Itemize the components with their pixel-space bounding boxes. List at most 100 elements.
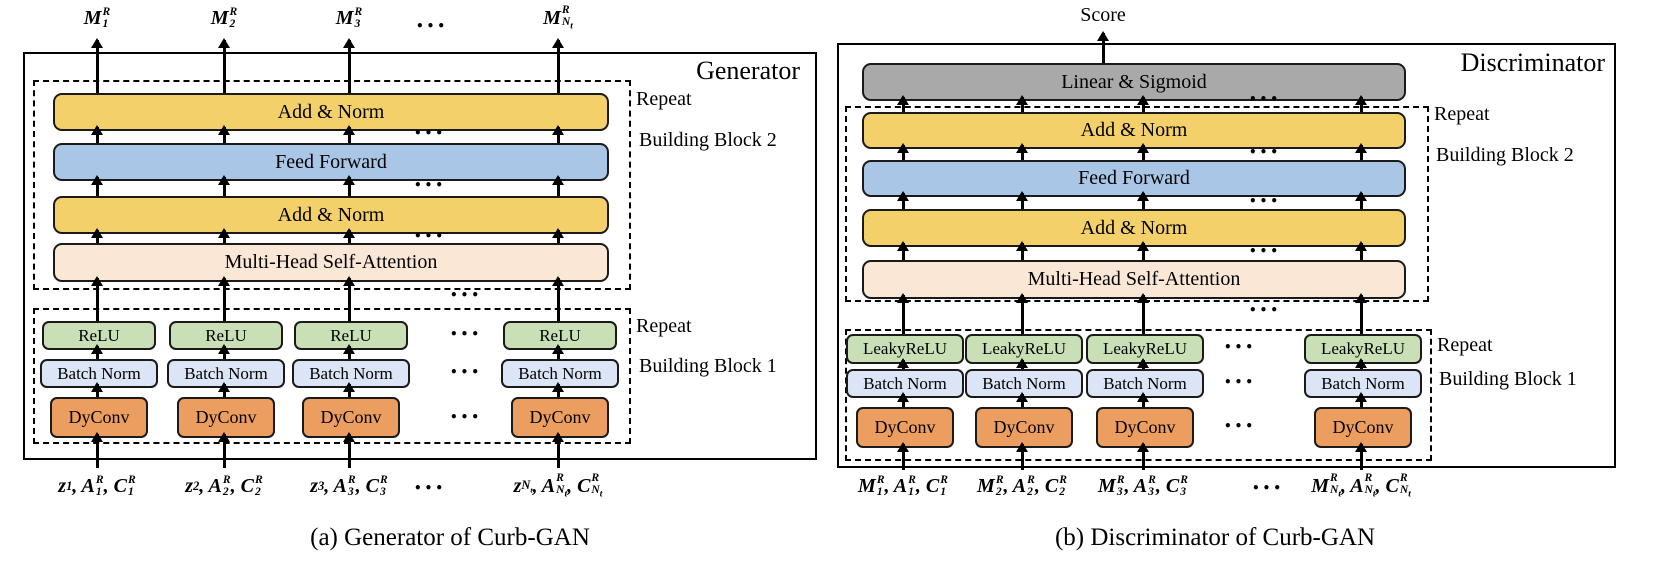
arrow-up bbox=[556, 230, 560, 243]
linear-sigmoid-box: Linear & Sigmoid bbox=[862, 63, 1406, 101]
generator-bb2-dashed-box bbox=[33, 80, 631, 290]
building-block-1-label: Building Block 1 bbox=[639, 355, 777, 377]
building-block-2-label: Building Block 2 bbox=[639, 129, 777, 151]
generator-bb1-dashed-box bbox=[33, 308, 631, 444]
arrow-up bbox=[222, 230, 226, 243]
arrow-up bbox=[347, 177, 351, 196]
arrow-up bbox=[1141, 394, 1145, 407]
arrow-up bbox=[222, 177, 226, 196]
batch-norm-box: Batch Norm bbox=[501, 359, 619, 388]
discriminator-outer-box bbox=[837, 43, 1616, 468]
score-label: Score bbox=[1080, 4, 1126, 26]
arrow-up bbox=[1359, 295, 1363, 334]
arrow-up bbox=[1359, 444, 1363, 470]
arrow-up bbox=[1141, 360, 1145, 369]
arrow-up bbox=[1141, 97, 1145, 112]
repeat-label: Repeat bbox=[636, 315, 692, 337]
arrow-up bbox=[95, 127, 99, 143]
generator-title: Generator bbox=[696, 56, 800, 85]
dyconv-box: DyConv bbox=[856, 407, 954, 448]
arrow-up bbox=[347, 230, 351, 243]
arrow-up bbox=[901, 394, 905, 407]
arrow-up bbox=[95, 346, 99, 359]
arrow-up bbox=[1141, 243, 1145, 260]
arrow-up bbox=[347, 384, 351, 397]
arrow-up bbox=[1020, 360, 1024, 369]
ellipsis-dots: ••• bbox=[449, 410, 482, 424]
arrow-up bbox=[556, 127, 560, 143]
caption-b: (b) Discriminator of Curb-GAN bbox=[1054, 524, 1376, 551]
arrow-up bbox=[1141, 145, 1145, 160]
arrow-up bbox=[95, 230, 99, 243]
batch-norm-box: Batch Norm bbox=[167, 359, 285, 388]
repeat-label: Repeat bbox=[1437, 334, 1493, 356]
arrow-up bbox=[556, 40, 560, 93]
repeat-label: Repeat bbox=[636, 88, 692, 110]
arrow-up bbox=[556, 278, 560, 321]
ellipsis-dots: ••• bbox=[413, 178, 446, 192]
ellipsis-dots: ••• bbox=[1248, 303, 1281, 317]
repeat-label: Repeat bbox=[1434, 103, 1490, 125]
arrow-up bbox=[347, 346, 351, 359]
arrow-up bbox=[1020, 243, 1024, 260]
arrow-up bbox=[95, 278, 99, 321]
ellipsis-dots: ••• bbox=[1223, 419, 1256, 433]
ellipsis-dots: ••• bbox=[1248, 92, 1281, 106]
arrow-up bbox=[556, 177, 560, 196]
multi-head-self-attention-box: Multi-Head Self-Attention bbox=[862, 260, 1406, 299]
arrow-up bbox=[556, 346, 560, 359]
discriminator-title: Discriminator bbox=[1460, 48, 1605, 77]
ellipsis-dots: ••• bbox=[1248, 194, 1281, 208]
arrow-up bbox=[95, 434, 99, 468]
add-norm-box: Add & Norm bbox=[53, 93, 609, 131]
arrow-up bbox=[556, 384, 560, 397]
arrow-up bbox=[347, 278, 351, 321]
arrow-up bbox=[901, 193, 905, 209]
ellipsis-dots: ••• bbox=[413, 481, 446, 495]
arrow-up bbox=[1359, 243, 1363, 260]
arrow-up bbox=[95, 384, 99, 397]
arrow-up bbox=[901, 295, 905, 334]
arrow-up bbox=[1020, 97, 1024, 112]
building-block-2-label: Building Block 2 bbox=[1436, 144, 1574, 166]
arrow-up bbox=[222, 127, 226, 143]
ellipsis-dots: ••• bbox=[1248, 244, 1281, 258]
arrow-up bbox=[222, 384, 226, 397]
arrow-up bbox=[1359, 97, 1363, 112]
arrow-up bbox=[95, 40, 99, 93]
ellipsis-dots: ••• bbox=[1251, 481, 1284, 495]
arrow-up bbox=[556, 434, 560, 468]
arrow-up bbox=[901, 97, 905, 112]
arrow-up bbox=[1141, 444, 1145, 470]
ellipsis-dots: ••• bbox=[1223, 340, 1256, 354]
ellipsis-dots: ••• bbox=[413, 126, 446, 140]
ellipsis-dots: ••• bbox=[415, 19, 448, 33]
arrow-up bbox=[1141, 193, 1145, 209]
ellipsis-dots: ••• bbox=[413, 229, 446, 243]
arrow-up bbox=[1101, 33, 1105, 63]
arrow-up bbox=[1020, 444, 1024, 470]
arrow-up bbox=[222, 346, 226, 359]
arrow-up bbox=[222, 434, 226, 468]
arrow-up bbox=[901, 243, 905, 260]
arrow-up bbox=[347, 127, 351, 143]
feed-forward-box: Feed Forward bbox=[862, 160, 1406, 197]
arrow-up bbox=[1141, 295, 1145, 334]
discriminator-bb1-dashed-box bbox=[845, 329, 1432, 461]
arrow-up bbox=[1020, 394, 1024, 407]
arrow-up bbox=[1359, 145, 1363, 160]
ellipsis-dots: ••• bbox=[1248, 145, 1281, 159]
building-block-1-label: Building Block 1 bbox=[1439, 368, 1577, 390]
generator-outer-box bbox=[23, 52, 817, 460]
